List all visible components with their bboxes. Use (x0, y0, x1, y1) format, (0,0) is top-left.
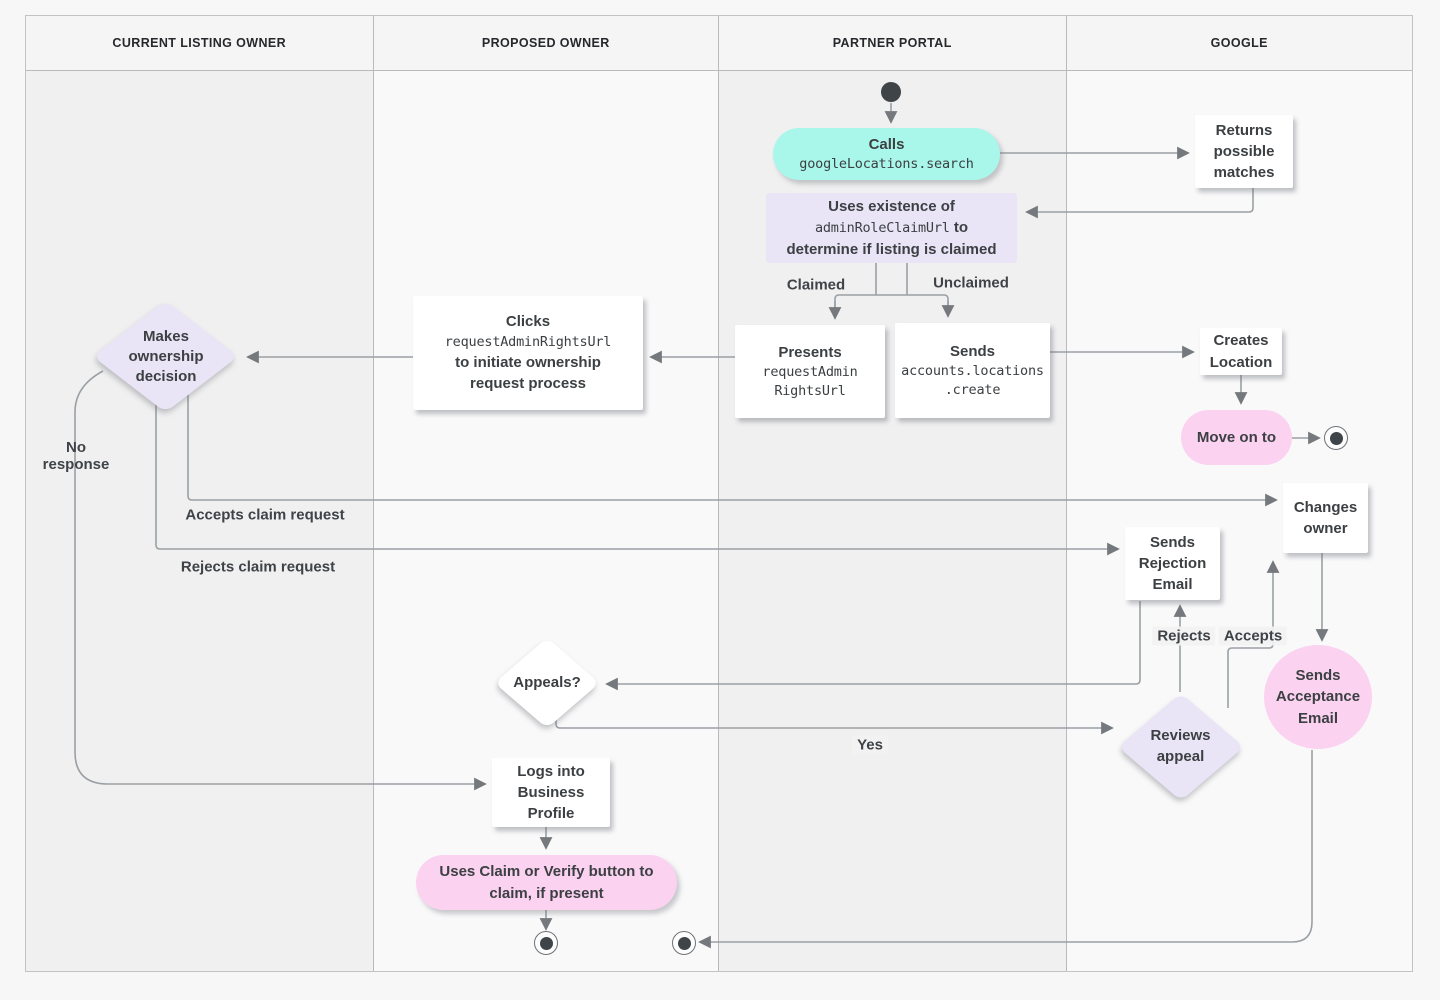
lane-header: PARTNER PORTAL (719, 16, 1066, 71)
end-node (672, 931, 696, 955)
node-line: request process (470, 375, 586, 393)
lane-header: PROPOSED OWNER (373, 16, 718, 71)
edge-label-accepts-claim-request: Accepts claim request (185, 506, 345, 524)
node-line: Uses Claim or Verify button to (439, 863, 654, 881)
node-sends-acceptance-email: Sends Acceptance Email (1264, 645, 1372, 749)
node-line: Rejection (1138, 554, 1207, 572)
node-line: Changes (1293, 498, 1358, 516)
node-move-on-to: Move on to (1181, 410, 1292, 465)
node-presents-requestadminrightsurl: Presents requestAdmin RightsUrl (735, 325, 885, 418)
node-title: Calls (868, 135, 905, 153)
node-logs-into-business-profile: Logs into Business Profile (492, 758, 610, 827)
node-uses-claim-or-verify-button: Uses Claim or Verify button to claim, if… (416, 855, 677, 910)
node-line: Reviews (1150, 727, 1211, 745)
edge-label-rejects-claim-request: Rejects claim request (180, 558, 336, 576)
node-uses-existence-adminroleclaimurl: Uses existence of adminRoleClaimUrl to d… (766, 193, 1017, 263)
node-line: ownership (128, 347, 204, 365)
node-line: appeal (1156, 747, 1205, 765)
start-node (881, 82, 901, 102)
node-title: Clicks (505, 313, 551, 331)
edge-label-claimed: Claimed (786, 276, 846, 294)
node-sends-accounts-locations-create: Sends accounts.locations .create (895, 323, 1050, 418)
node-changes-owner: Changes owner (1283, 483, 1368, 553)
lane-header: CURRENT LISTING OWNER (26, 16, 373, 71)
edge-label-yes: Yes (852, 735, 888, 755)
node-line: Returns (1215, 121, 1273, 139)
node-line: Email (1297, 709, 1339, 727)
node-returns-possible-matches: Returns possible matches (1195, 115, 1293, 188)
edge-label-unclaimed: Unclaimed (933, 274, 1009, 292)
node-line: Acceptance (1275, 688, 1361, 706)
node-line: claim, if present (489, 884, 604, 902)
end-node (1324, 426, 1348, 450)
api-name: adminRoleClaimUrl (814, 220, 950, 237)
node-line: decision (135, 368, 197, 386)
node-line: matches (1213, 164, 1275, 182)
edge-label-no-response: No response (42, 439, 110, 473)
node-sends-rejection-email: Sends Rejection Email (1125, 527, 1220, 600)
node-line: Makes (143, 327, 189, 345)
node-line: owner (1303, 520, 1348, 537)
node-line: Sends (1149, 533, 1195, 551)
edge-label-rejects: Rejects (1152, 626, 1216, 646)
end-node (534, 931, 558, 955)
node-line: Uses existence of (828, 198, 955, 216)
lane-header: GOOGLE (1066, 16, 1412, 71)
node-reviews-appeal: Reviews appeal (1117, 692, 1244, 801)
node-line: Email (1152, 576, 1193, 594)
api-name: requestAdminRightsUrl (444, 333, 612, 350)
node-clicks-requestadminrightsurl: Clicks requestAdminRightsUrl to initiate… (413, 296, 643, 410)
node-calls-googlelocations-search: Calls googleLocations.search (773, 128, 1000, 180)
node-line: Location (1209, 353, 1273, 371)
node-line: Move on to (1196, 428, 1277, 446)
node-line: possible (1213, 142, 1275, 160)
node-title: Presents (778, 343, 842, 361)
api-name: googleLocations.search (799, 156, 974, 173)
node-creates-location: Creates Location (1200, 328, 1282, 375)
api-name: .create (944, 382, 1001, 399)
node-title: Sends (949, 342, 995, 360)
node-line: Creates (1213, 332, 1269, 350)
api-name: RightsUrl (774, 383, 846, 400)
edge-label-accepts: Accepts (1218, 626, 1288, 646)
node-line: Appeals? (513, 673, 581, 691)
node-appeals-decision: Appeals? (494, 637, 600, 729)
node-line: determine if listing is claimed (786, 240, 997, 258)
node-line: to initiate ownership (455, 353, 601, 371)
node-line: Logs into (517, 762, 585, 780)
node-line: adminRoleClaimUrl to (814, 219, 969, 237)
api-name: requestAdmin (762, 363, 858, 380)
node-makes-ownership-decision: Makes ownership decision (92, 300, 239, 413)
node-line: Profile (527, 805, 575, 823)
node-line: Business (517, 783, 585, 801)
node-line: Sends (1295, 667, 1341, 685)
lane-current-listing-owner: CURRENT LISTING OWNER (26, 16, 374, 971)
api-name: accounts.locations (901, 362, 1044, 379)
